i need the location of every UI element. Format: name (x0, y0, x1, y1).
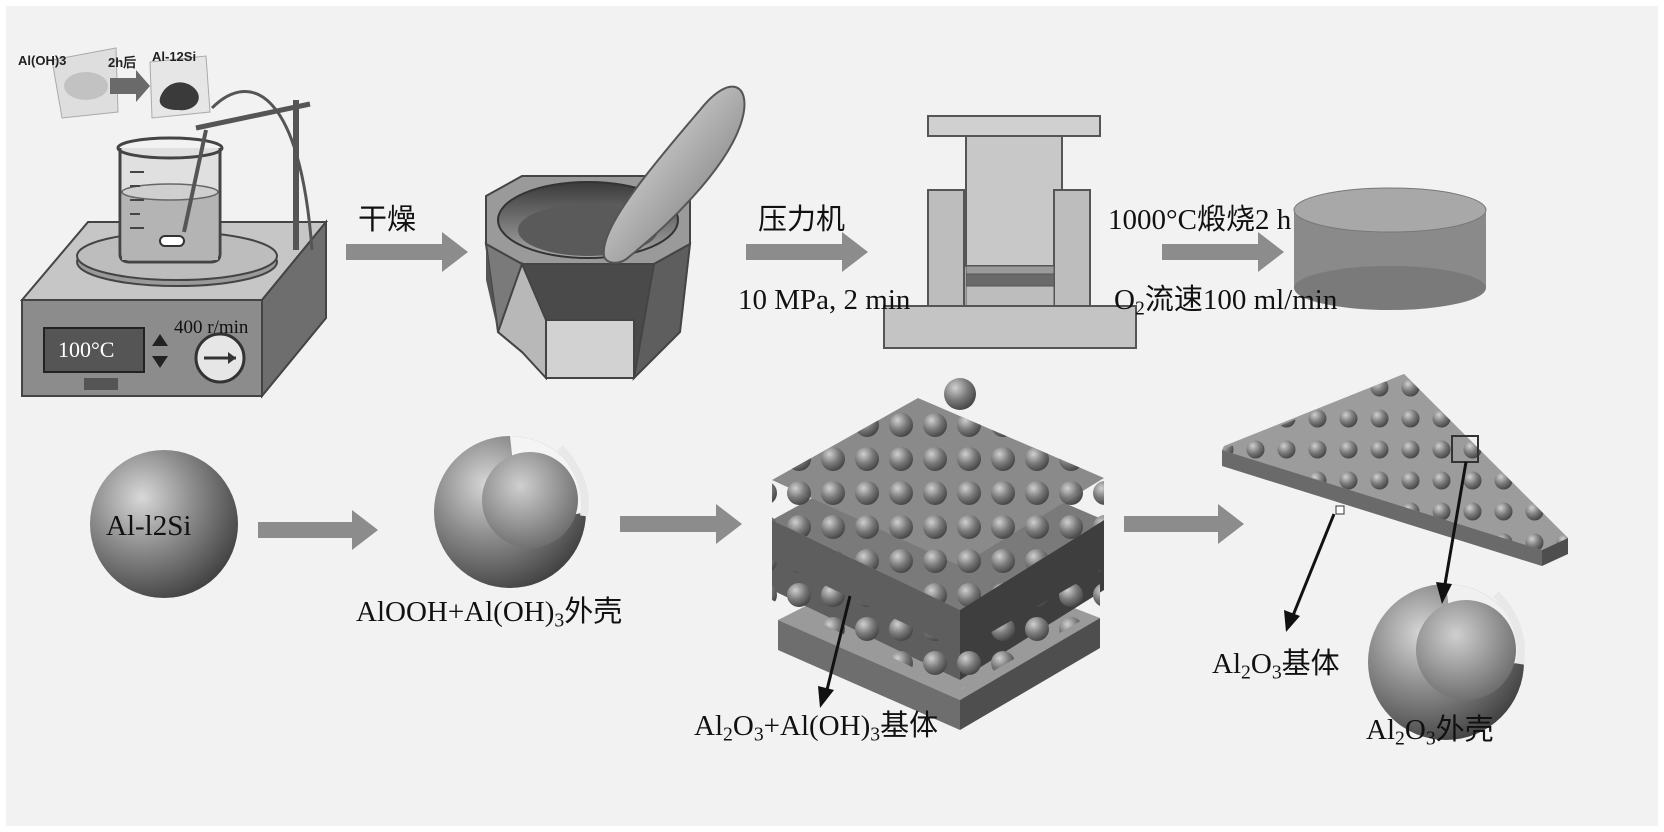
display-temperature: 100°C (58, 337, 115, 362)
core-shell-particle (434, 436, 589, 588)
outer-shell-label: Al2O3外壳 (1366, 714, 1494, 750)
time-tag: 2h后 (108, 55, 137, 70)
layered-composite (772, 378, 1104, 730)
dry-arrow (346, 232, 468, 272)
beaker (116, 129, 224, 264)
aloh3-tag: Al(OH)3 (18, 53, 67, 68)
bottom-arrow-2 (620, 504, 742, 544)
right-arrow-icon (110, 70, 150, 102)
dry-label: 干燥 (358, 204, 417, 236)
stir-speed-label: 400 r/min (174, 317, 249, 338)
sintered-pellet (1293, 187, 1487, 310)
up-down-arrow-icon (152, 334, 168, 346)
bottom-arrow-1 (258, 510, 378, 550)
particle-label: Al-l2Si (106, 510, 192, 542)
bottom-arrow-3 (1124, 504, 1244, 544)
press-label: 压力机 (758, 204, 846, 236)
shell-particle (1368, 584, 1525, 740)
pointer-arrows (818, 461, 1468, 708)
o2-flow-label: O2流速100 ml/min (1114, 284, 1338, 320)
magnetic-stirrer (19, 47, 329, 399)
press-die (883, 115, 1137, 349)
matrix-mix-label: Al2O3+Al(OH)3基体 (694, 710, 939, 746)
calcine-label: 1000°C煅烧2 h (1108, 204, 1292, 236)
press-arrow (746, 232, 868, 272)
temperature-display (43, 327, 145, 373)
alsi-particle (90, 450, 238, 598)
calcine-arrow (1162, 232, 1284, 272)
shell-label: AlOOH+Al(OH)3外壳 (356, 596, 623, 632)
matrix-label: Al2O3基体 (1212, 648, 1340, 684)
press-condition-label: 10 MPa, 2 min (738, 284, 911, 316)
matrix-plate (1222, 374, 1568, 566)
mortar-and-pestle (484, 85, 746, 381)
alsi-tag: Al-12Si (152, 49, 197, 64)
